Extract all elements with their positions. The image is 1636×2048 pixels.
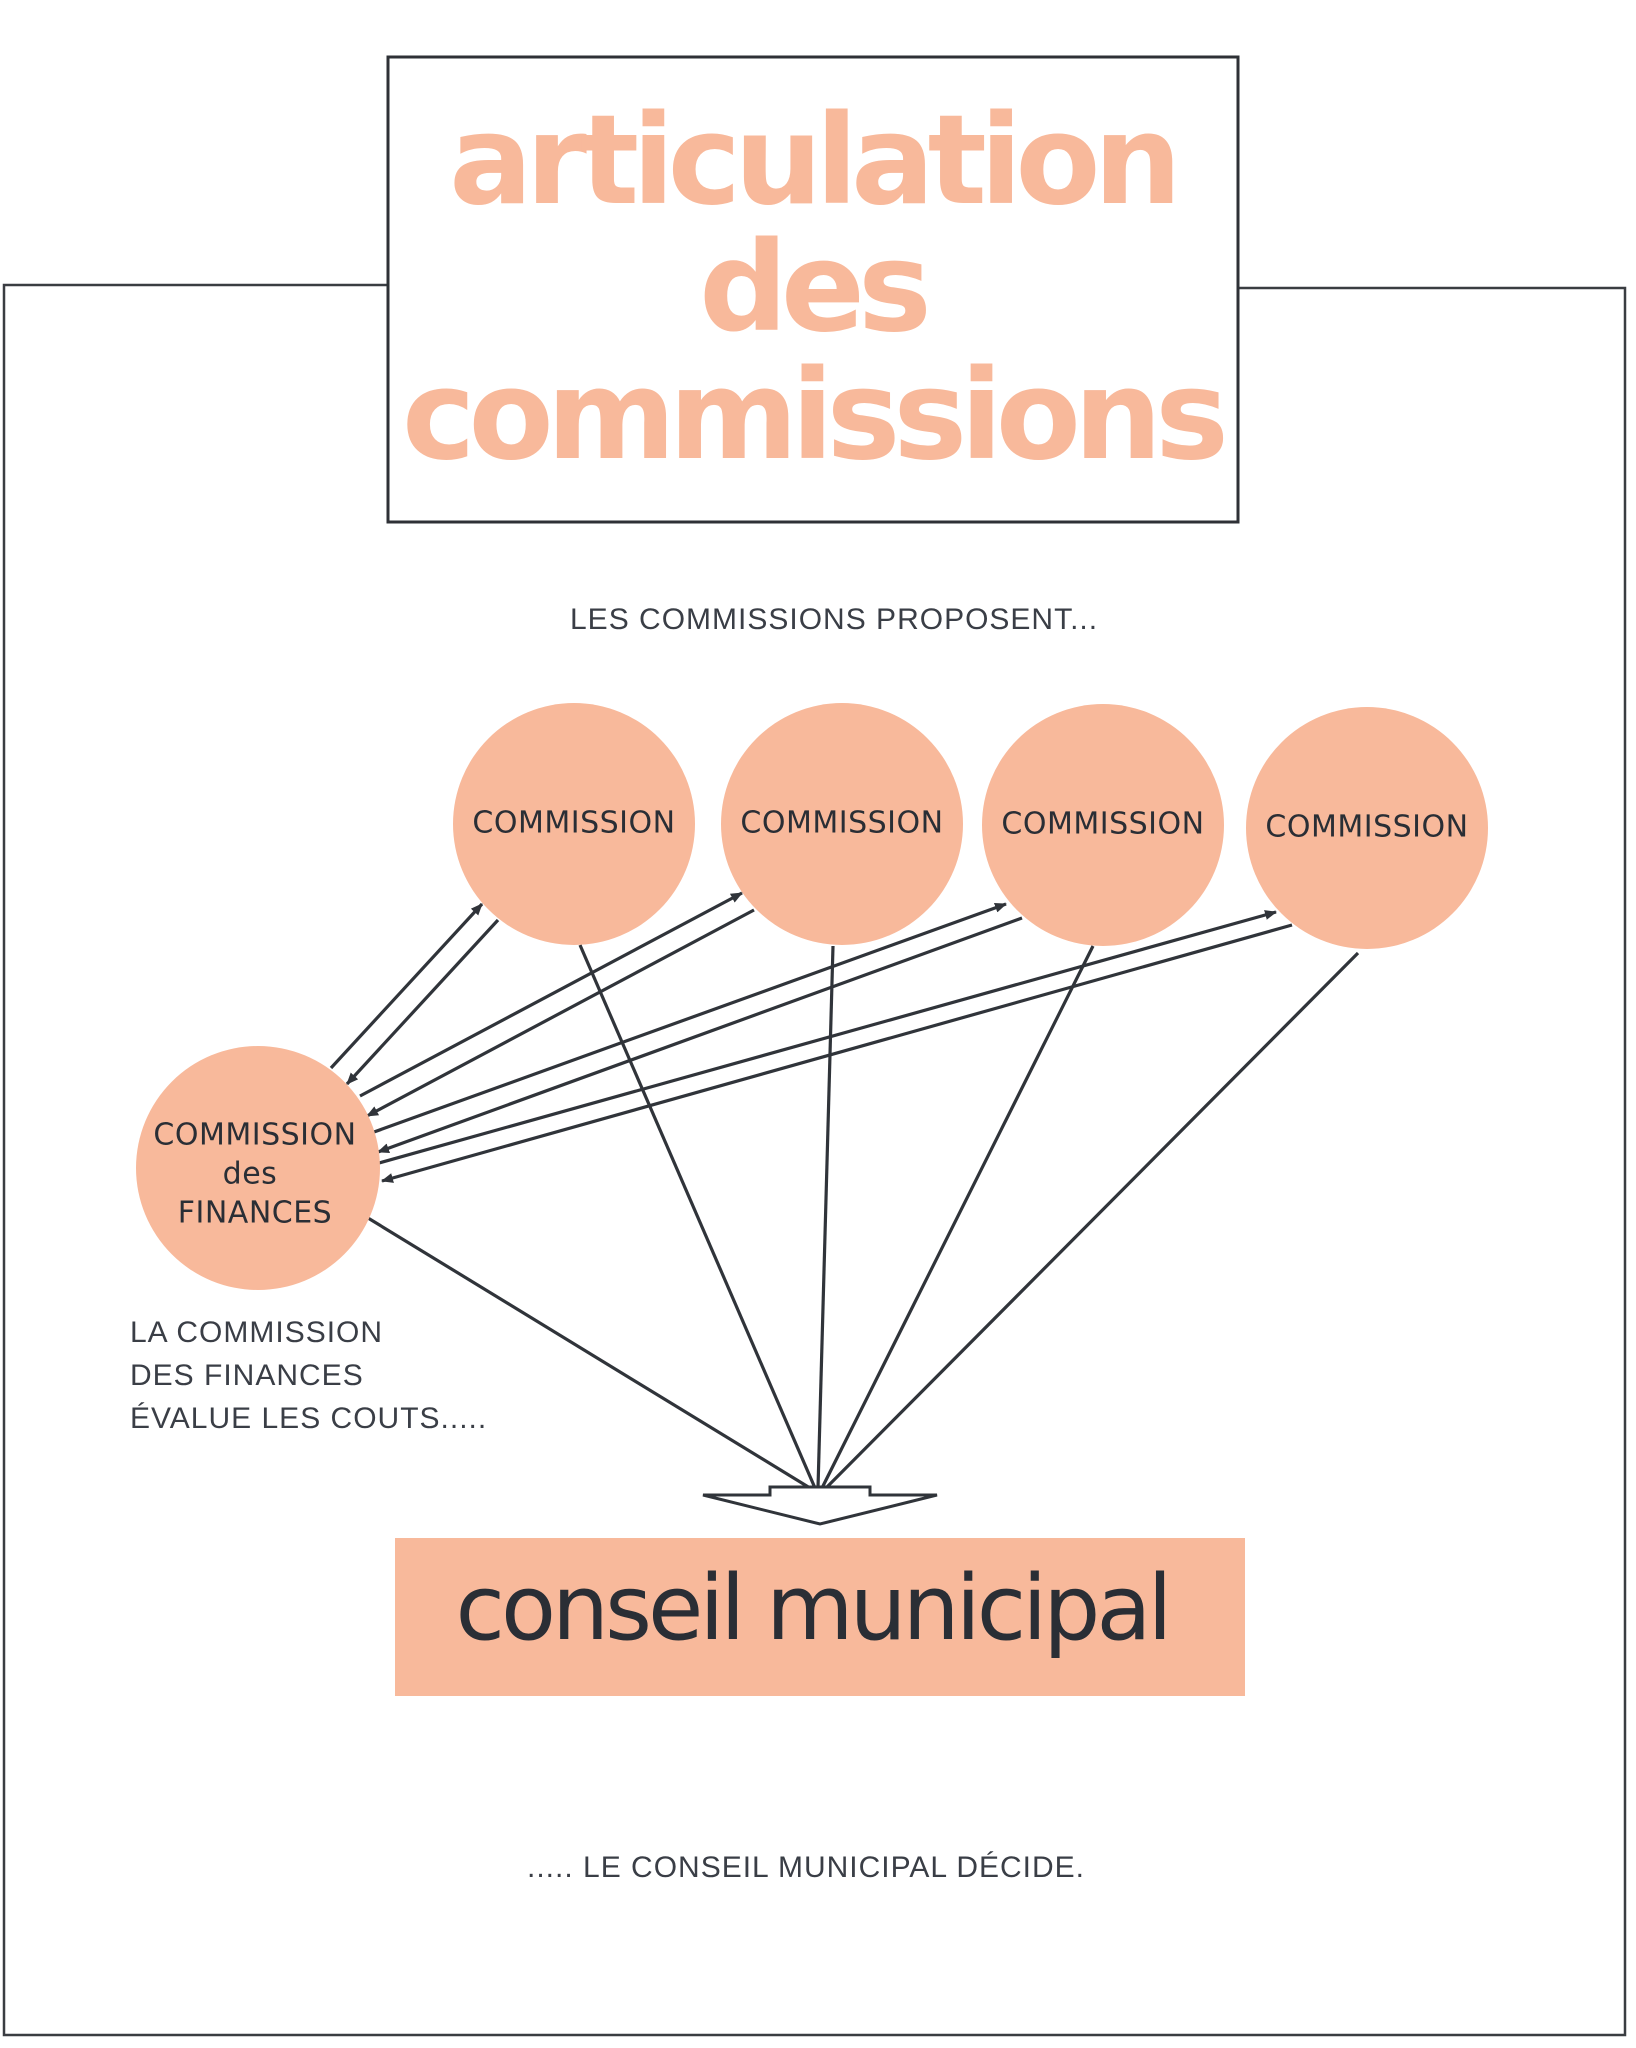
title-line-1: articulation <box>449 89 1175 233</box>
connectors <box>329 891 1360 1490</box>
finances-caption-line-1: LA COMMISSION <box>130 1316 383 1349</box>
arrow-commission-4-to-finances <box>381 923 1293 1183</box>
line-commission-4-to-council <box>824 951 1360 1490</box>
finances-caption: LA COMMISSION DES FINANCES ÉVALUE LES CO… <box>130 1316 487 1435</box>
title-line-2: des <box>699 216 926 360</box>
commission-finances-line-1: COMMISSION <box>153 1118 356 1153</box>
council-block: conseil municipal <box>395 1538 1245 1696</box>
page-frame <box>2 283 1627 2037</box>
line-commission-3-to-council <box>820 945 1095 1489</box>
commission-3-label: COMMISSION <box>1001 807 1204 842</box>
council-label: conseil municipal <box>456 1556 1169 1661</box>
title-box <box>386 55 1240 524</box>
down-arrow-to-council <box>702 1485 938 1526</box>
commission-4-label: COMMISSION <box>1265 810 1468 845</box>
commission-4: COMMISSION <box>1246 707 1488 949</box>
title-block: articulation des commissions <box>386 55 1240 524</box>
line-finances-to-council <box>367 1216 811 1490</box>
caption-commissions-propose: LES COMMISSIONS PROPOSENT... <box>570 603 1098 636</box>
finances-caption-line-3: ÉVALUE LES COUTS..... <box>130 1402 487 1435</box>
commission-2-label: COMMISSION <box>740 806 943 841</box>
line-commission-1-to-council <box>578 944 817 1489</box>
caption-council-decides: ..... LE CONSEIL MUNICIPAL DÉCIDE. <box>527 1851 1085 1884</box>
commission-1-label: COMMISSION <box>472 806 675 841</box>
commission-3: COMMISSION <box>982 704 1224 946</box>
arrow-finances-to-commission-1 <box>329 902 484 1070</box>
arrow-commission-1-to-finances <box>345 918 500 1086</box>
arrow-commission-2-to-finances <box>366 908 755 1118</box>
arrow-finances-to-commission-2 <box>359 891 743 1098</box>
arrow-finances-to-commission-3 <box>373 902 1007 1134</box>
arrow-finances-to-commission-4 <box>378 910 1277 1165</box>
title-line-3: commissions <box>402 344 1223 488</box>
commission-finances-line-3: FINANCES <box>178 1196 332 1231</box>
council-box <box>395 1538 1245 1696</box>
commission-2: COMMISSION <box>721 703 963 945</box>
commission-finances-line-2: des <box>223 1157 278 1192</box>
arrow-commission-3-to-finances <box>377 916 1023 1154</box>
finances-caption-line-2: DES FINANCES <box>130 1359 364 1392</box>
commission-finances: COMMISSION des FINANCES <box>136 1046 380 1290</box>
line-commission-2-to-council <box>816 945 835 1489</box>
commission-1: COMMISSION <box>453 703 695 945</box>
